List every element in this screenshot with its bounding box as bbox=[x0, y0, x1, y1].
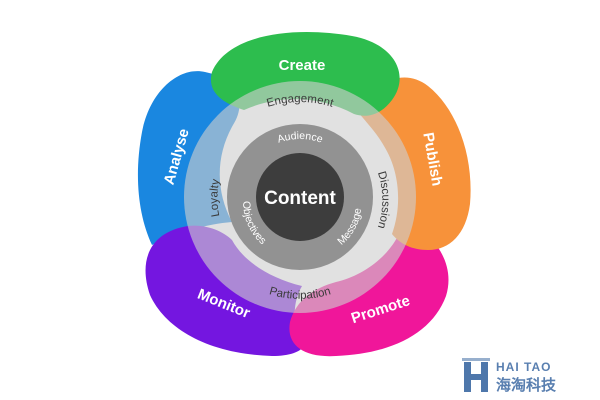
discussion-label: Discussion bbox=[375, 170, 391, 230]
monitor-segment[interactable] bbox=[145, 225, 304, 356]
audience-label: Audience bbox=[276, 130, 325, 146]
haitao-watermark: HAI TAO 海淘科技 bbox=[462, 358, 557, 394]
watermark-latin: HAI TAO bbox=[496, 360, 551, 374]
loyalty-label: Loyalty bbox=[208, 178, 222, 218]
engagement-label: Engagement bbox=[265, 93, 335, 110]
haitao-logo-icon bbox=[462, 358, 490, 392]
create-label: Create bbox=[279, 57, 326, 74]
watermark-chinese: 海淘科技 bbox=[496, 376, 557, 394]
content-hub[interactable] bbox=[256, 153, 344, 241]
participation-label: Participation bbox=[268, 285, 332, 301]
content-label: Content bbox=[264, 188, 336, 209]
